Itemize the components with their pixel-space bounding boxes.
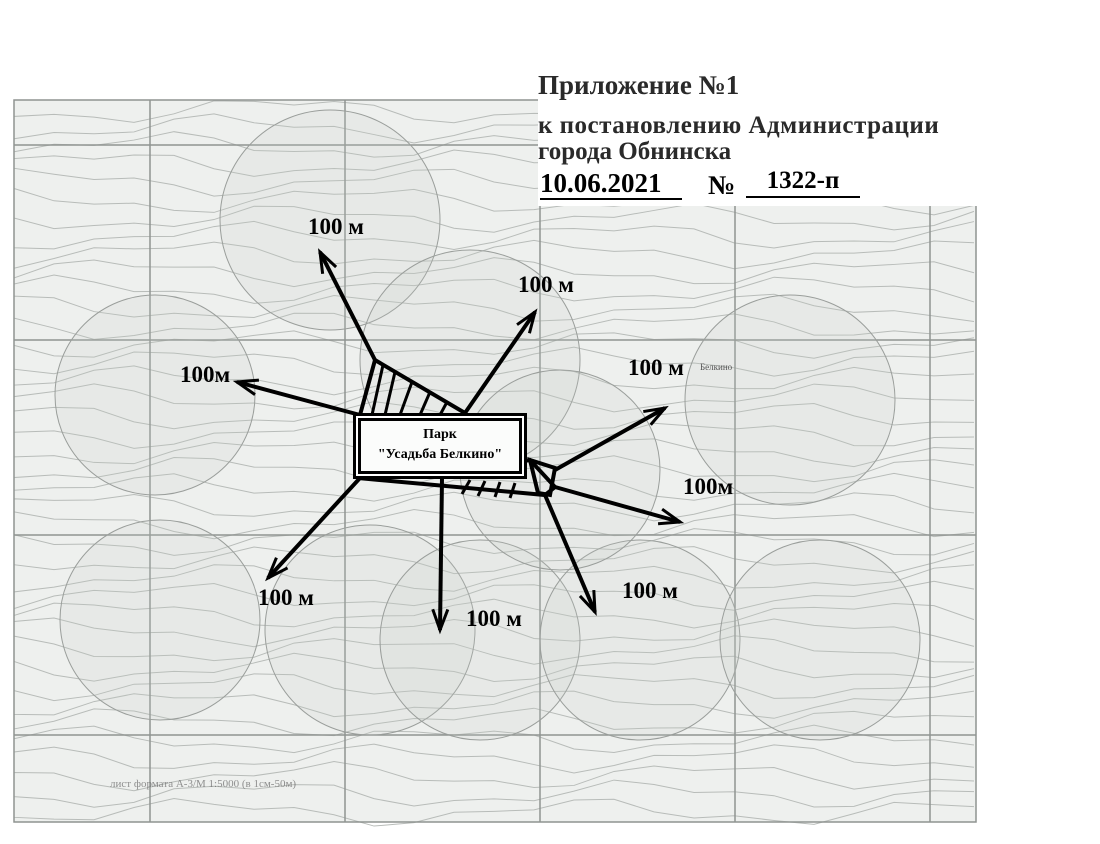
contour-line <box>13 798 975 827</box>
buffer-zones <box>54 109 921 741</box>
hatch-line <box>493 481 502 498</box>
hatch-line <box>476 480 487 497</box>
arrow-shaft <box>266 476 362 580</box>
contour-line <box>13 257 975 288</box>
buffer-circle <box>264 524 476 736</box>
resolution-number: 1322-п <box>746 166 860 198</box>
distance-label-north: 100 м <box>308 214 364 239</box>
arrow-shaft <box>463 310 537 415</box>
contour-line <box>13 673 975 702</box>
contour-line <box>13 401 975 430</box>
arrow-shaft <box>554 406 666 472</box>
arrow-head-icon <box>232 378 260 396</box>
number-sign: № <box>708 170 736 200</box>
contour-line <box>13 635 975 665</box>
contour-line <box>13 312 975 341</box>
hatch-line <box>383 371 397 416</box>
park-label-line2: "Усадьба Белкино" <box>377 447 503 462</box>
contour-line <box>13 743 975 774</box>
map-grid <box>13 99 977 823</box>
arrow-shaft <box>318 251 377 361</box>
contour-line <box>13 617 975 648</box>
contour-line <box>13 652 975 682</box>
hatch-line <box>418 391 432 416</box>
contour-line <box>13 346 975 377</box>
distance-arrows <box>232 248 685 635</box>
contour-line <box>13 690 975 719</box>
buffer-circle <box>54 294 256 496</box>
contour-line <box>13 580 975 611</box>
contour-line <box>13 472 975 502</box>
contour-line <box>13 365 975 396</box>
contour-line <box>13 546 975 575</box>
contour-line <box>13 598 975 629</box>
park-label-line1: Парк <box>423 427 457 442</box>
arrow-head-icon <box>643 405 669 426</box>
contour-line <box>13 707 975 737</box>
contour-line <box>13 239 975 270</box>
arrow-shaft <box>236 380 361 417</box>
contour-line <box>13 383 975 413</box>
arrow-head-icon <box>578 589 597 617</box>
contour-line <box>13 724 975 754</box>
hatch-line <box>398 381 414 416</box>
contour-line <box>13 564 975 593</box>
resolution-line: к постановлению Администрации <box>538 112 940 139</box>
contour-line <box>13 202 975 233</box>
arrow-head-icon <box>657 507 685 526</box>
park-boundary-east <box>527 457 558 498</box>
arrow-shaft <box>543 494 597 613</box>
contour-line <box>13 528 975 556</box>
map-footer-note: лист формата А-3/М 1:5000 (в 1см-50м) <box>110 778 297 790</box>
distance-label-north-east: 100 м <box>518 272 574 297</box>
arrow-head-icon <box>516 308 538 334</box>
contour-line <box>13 220 975 251</box>
place-label: Белкино <box>700 362 733 372</box>
hatch-line <box>370 364 385 416</box>
buffer-circle <box>59 519 261 721</box>
map-contours <box>13 94 975 827</box>
arrow-head-icon <box>318 248 338 275</box>
hatch-line <box>460 479 472 495</box>
contour-line <box>13 293 975 323</box>
arrow-head-icon <box>431 608 450 635</box>
contour-line <box>13 274 975 304</box>
contour-line <box>13 761 975 792</box>
appendix-title: Приложение №1 <box>538 70 740 100</box>
buffer-circle <box>219 109 441 331</box>
map-border <box>13 99 977 823</box>
contour-line <box>13 330 975 359</box>
distance-label-west: 100м <box>180 362 231 387</box>
buffer-circle <box>539 539 741 741</box>
distance-label-south-east: 100м <box>683 474 734 499</box>
hatch-line <box>438 401 449 416</box>
buffer-circle <box>379 539 581 741</box>
distance-label-south: 100 м <box>466 606 522 631</box>
park-label-box: Парк "Усадьба Белкино" <box>358 418 522 474</box>
arrow-shaft <box>438 477 444 631</box>
document-header: Приложение №1 к постановлению Администра… <box>538 0 1018 206</box>
arrow-head-icon <box>265 557 289 582</box>
distance-label-south-south-east: 100 м <box>622 578 678 603</box>
distance-label-south-west: 100 м <box>258 585 314 610</box>
contour-line <box>13 779 975 808</box>
hatch-line <box>508 482 517 499</box>
buffer-circle <box>684 294 896 506</box>
arrow-shaft <box>554 485 681 524</box>
buffer-circle <box>719 539 921 741</box>
city-line: города Обнинска <box>538 138 732 165</box>
resolution-date: 10.06.2021 <box>540 168 682 200</box>
contour-line <box>13 491 975 522</box>
distance-label-east: 100 м <box>628 355 684 380</box>
